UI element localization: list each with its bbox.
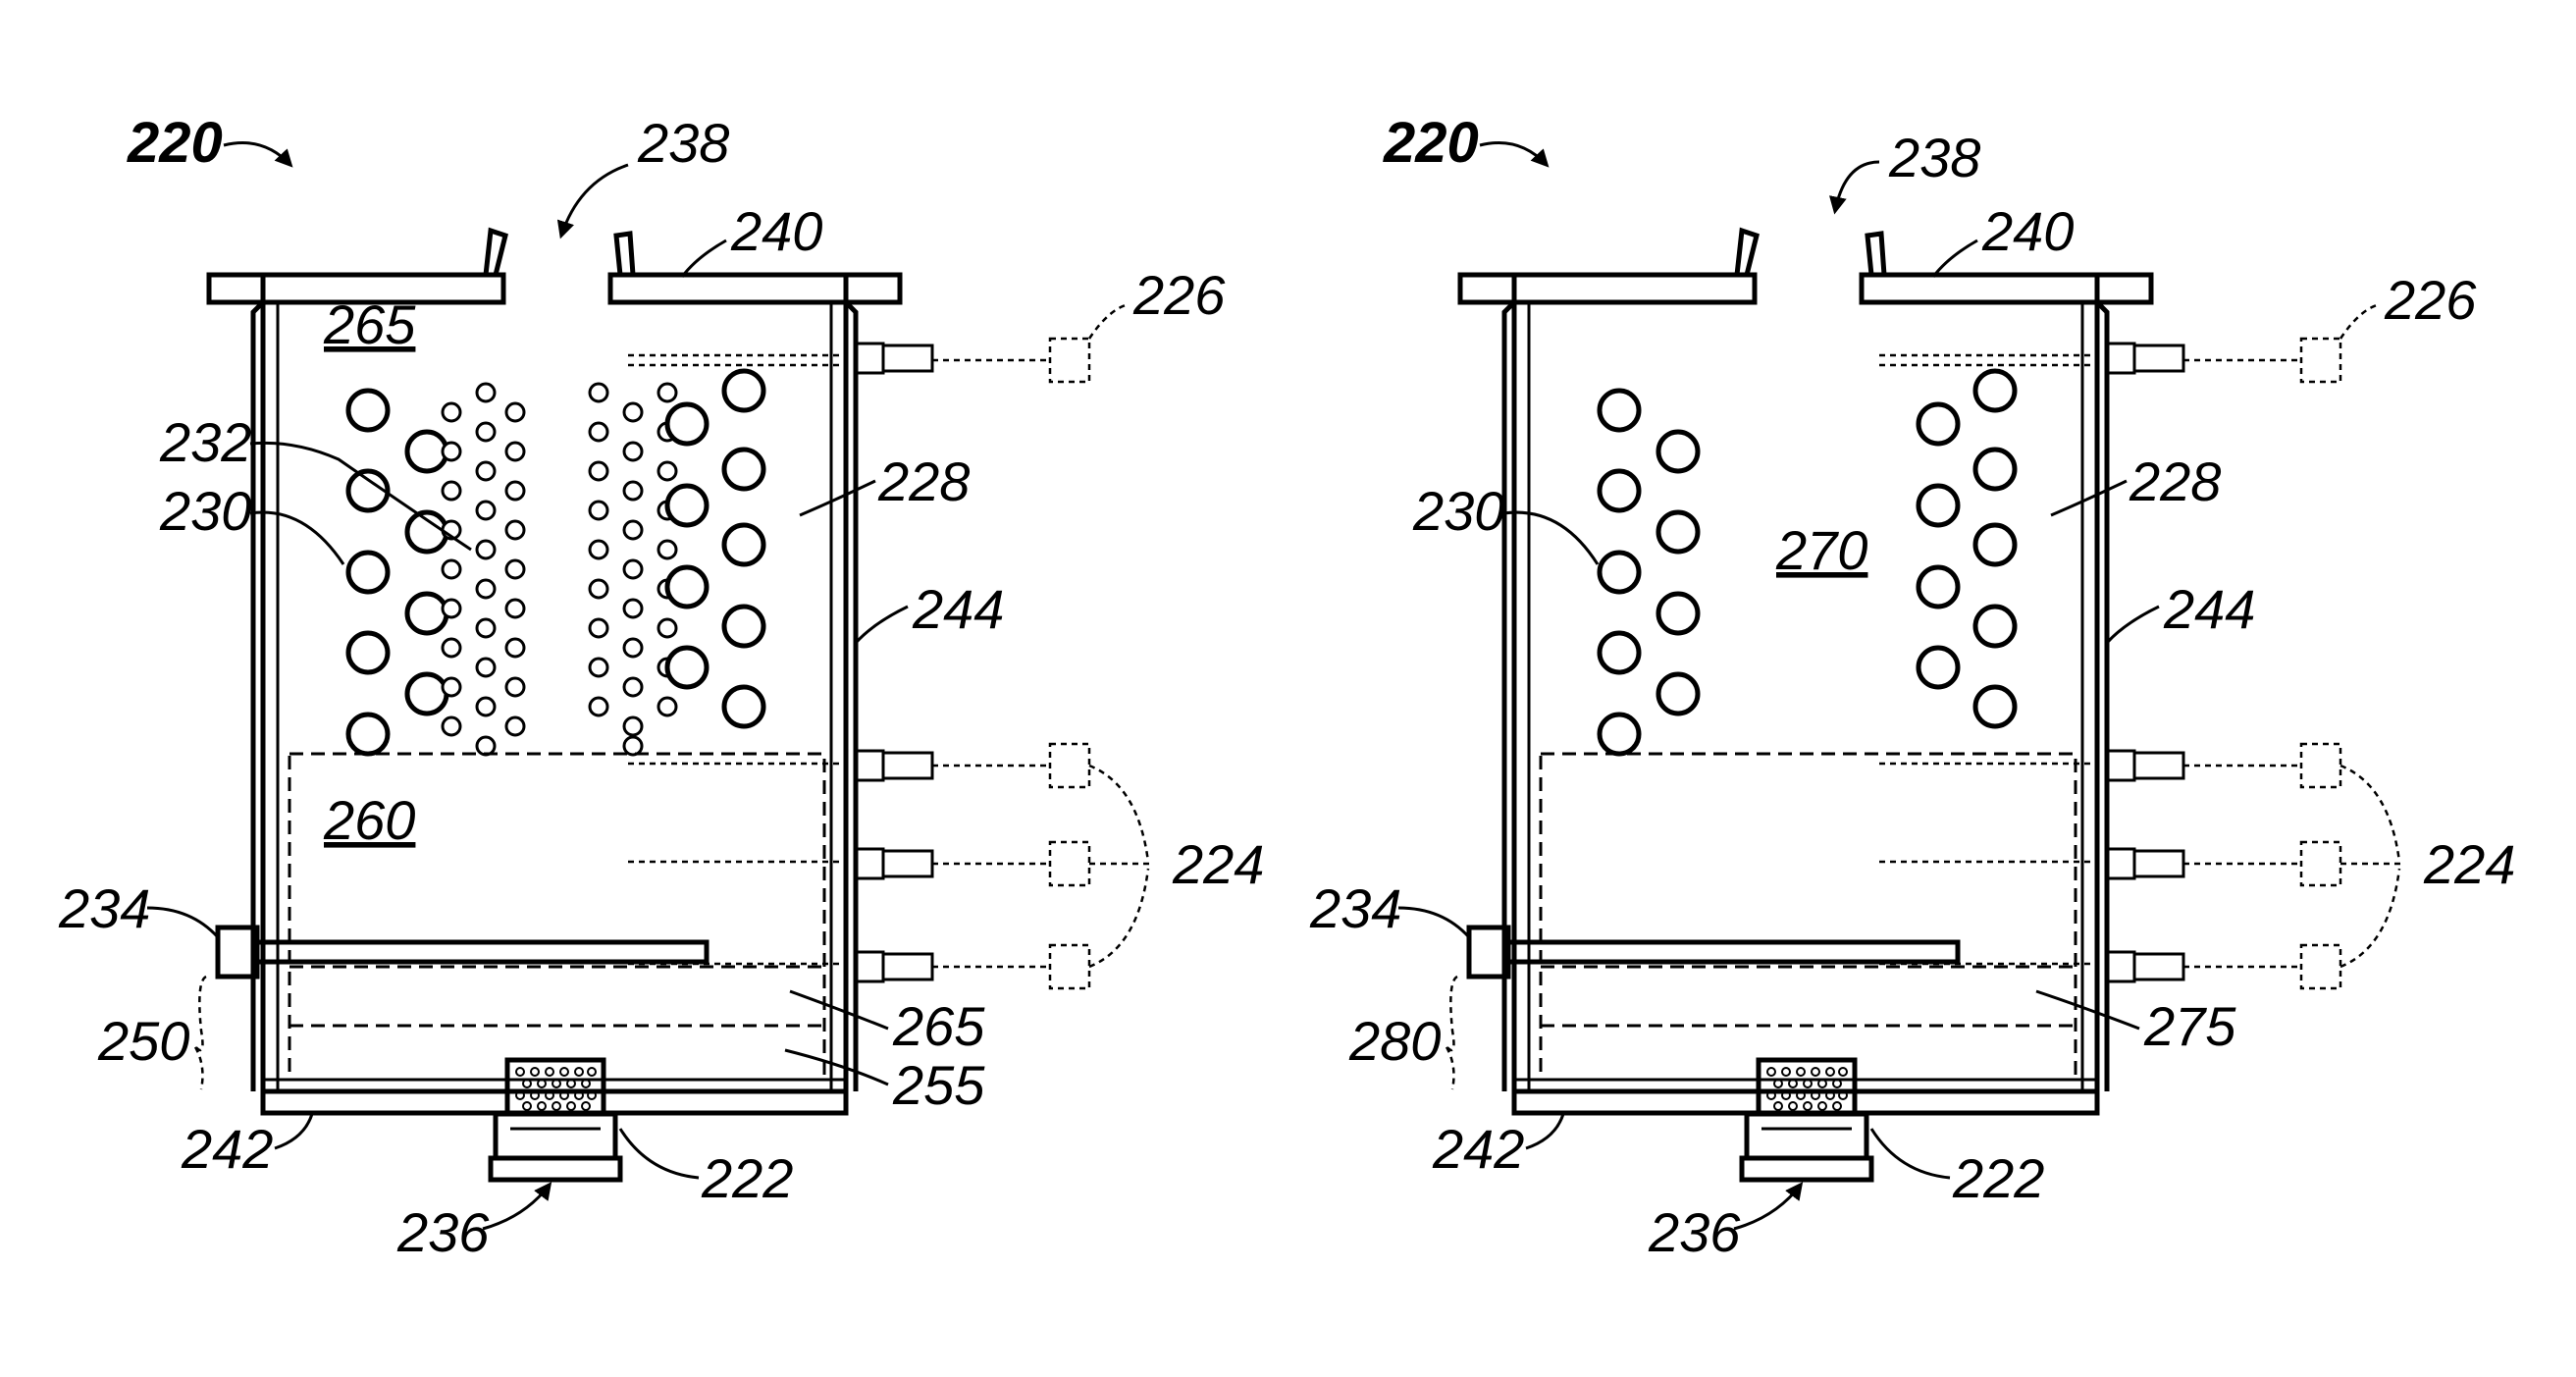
side-wall-leader bbox=[856, 607, 908, 643]
opening-arrow-right bbox=[1835, 162, 1879, 211]
diffuser-leader bbox=[620, 1129, 699, 1178]
label-bottom-wall: 242 bbox=[181, 1118, 273, 1180]
liquid-leader-right bbox=[2051, 481, 2127, 515]
label-layer-a-right: 275 bbox=[2143, 995, 2236, 1057]
label-lid-right: 240 bbox=[1981, 200, 2074, 262]
small-bubbles-left bbox=[443, 384, 524, 755]
label-liquid-right: 228 bbox=[2129, 450, 2221, 512]
label-side-sensors: 224 bbox=[1172, 833, 1264, 895]
port-right bbox=[1469, 927, 1958, 977]
port-leader bbox=[147, 908, 218, 937]
bracket-250 bbox=[194, 977, 206, 1089]
figure-left: 220 238 240 265 bbox=[58, 111, 1264, 1263]
inlet-arrow bbox=[483, 1185, 550, 1229]
label-layer-a: 265 bbox=[892, 995, 985, 1057]
figure-right: 220 238 240 bbox=[1309, 111, 2515, 1263]
label-lower-region: 260 bbox=[323, 789, 415, 851]
bottom-wall-leader-right bbox=[1526, 1114, 1563, 1148]
bracket-280 bbox=[1446, 977, 1457, 1089]
large-bubbles-left-right-fig bbox=[1600, 391, 1698, 754]
port bbox=[218, 927, 707, 977]
label-port-right: 234 bbox=[1309, 877, 1401, 939]
label-bottom-wall-right: 242 bbox=[1432, 1118, 1524, 1180]
label-assembly: 220 bbox=[127, 111, 223, 175]
top-sensor bbox=[628, 304, 1129, 382]
diffuser-right bbox=[1742, 1060, 1871, 1180]
label-port: 234 bbox=[58, 877, 150, 939]
lower-region-outline-right bbox=[1541, 754, 2076, 1080]
diffuser bbox=[491, 1060, 620, 1180]
inlet-arrow-right bbox=[1734, 1185, 1801, 1229]
label-assembly-right: 220 bbox=[1383, 111, 1479, 175]
label-bottom-zone: 250 bbox=[97, 1010, 189, 1072]
small-bubbles-right bbox=[590, 384, 676, 755]
label-upper-region: 265 bbox=[323, 293, 416, 355]
top-sensor-right bbox=[1879, 304, 2380, 382]
large-bubbles-left bbox=[348, 391, 447, 754]
assembly-arrow bbox=[224, 143, 290, 166]
label-side-sensors-right: 224 bbox=[2423, 833, 2515, 895]
label-center-region: 270 bbox=[1775, 519, 1867, 581]
label-side-wall: 244 bbox=[912, 578, 1004, 640]
opening-arrow bbox=[561, 165, 628, 236]
label-inlet: 236 bbox=[396, 1201, 490, 1263]
label-top-sensor-right: 226 bbox=[2384, 269, 2477, 331]
layer-a-leader-right bbox=[2036, 991, 2139, 1029]
layer-a-leader bbox=[790, 991, 888, 1029]
side-wall-leader-right bbox=[2107, 607, 2159, 643]
label-opening: 238 bbox=[637, 112, 729, 174]
lid-leader bbox=[682, 240, 726, 277]
diffuser-leader-right bbox=[1871, 1129, 1950, 1178]
label-small-bubbles: 232 bbox=[159, 411, 251, 473]
assembly-arrow-right bbox=[1480, 143, 1547, 166]
label-large-bubbles-right: 230 bbox=[1412, 480, 1504, 542]
large-bubbles-right bbox=[667, 371, 763, 726]
liquid-leader bbox=[800, 481, 875, 515]
label-side-wall-right: 244 bbox=[2163, 578, 2255, 640]
label-inlet-right: 236 bbox=[1648, 1201, 1741, 1263]
lid-leader-right bbox=[1933, 240, 1977, 277]
large-bubbles-leader-right bbox=[1503, 512, 1598, 564]
label-opening-right: 238 bbox=[1888, 127, 1980, 188]
large-bubbles-right-right-fig bbox=[1919, 371, 2015, 726]
label-layer-b: 255 bbox=[892, 1054, 985, 1116]
bottom-wall-leader bbox=[275, 1114, 312, 1148]
label-lid: 240 bbox=[730, 200, 822, 262]
label-top-sensor: 226 bbox=[1132, 264, 1226, 326]
port-leader-right bbox=[1398, 908, 1469, 937]
label-large-bubbles: 230 bbox=[159, 480, 251, 542]
label-bottom-zone-right: 280 bbox=[1348, 1010, 1441, 1072]
label-diffuser-right: 222 bbox=[1952, 1147, 2044, 1209]
label-liquid: 228 bbox=[877, 450, 970, 512]
label-diffuser: 222 bbox=[701, 1147, 793, 1209]
